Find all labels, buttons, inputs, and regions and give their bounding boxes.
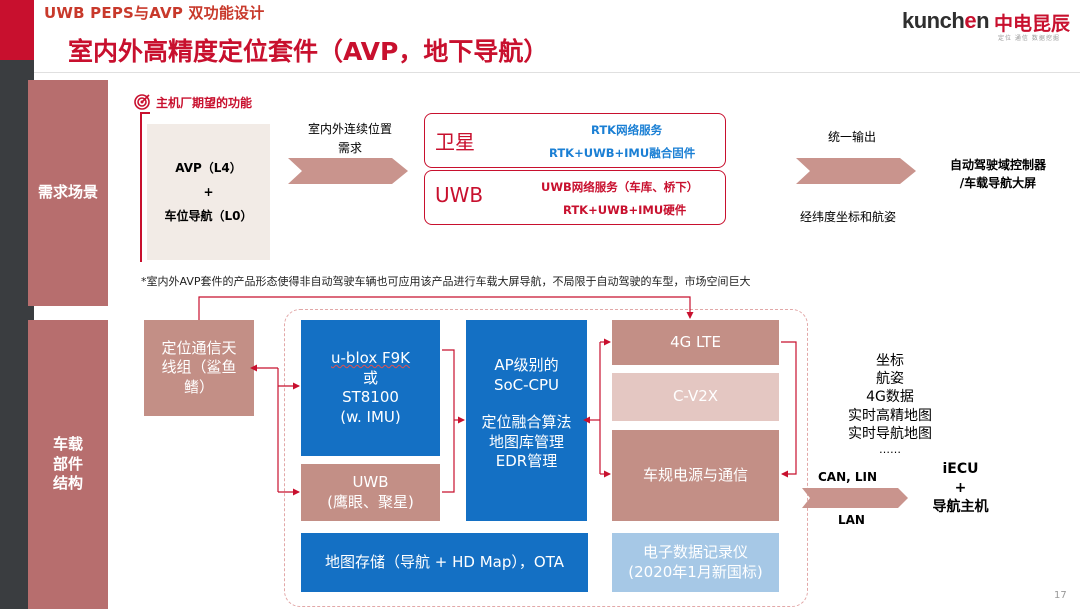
lte-card: 4G LTE — [612, 320, 779, 365]
card-line: 定位融合算法 — [481, 413, 572, 431]
footnote: *室内外AVP套件的产品形态使得非自动驾驶车辆也可应用该产品进行车载大屏导航，不… — [141, 275, 751, 288]
card-line: (2020年1月新国标) — [628, 562, 763, 581]
logo-word-part: ch — [939, 8, 965, 33]
ecu-line: 导航主机 — [932, 498, 989, 515]
card-line: 地图库管理 — [488, 432, 564, 451]
lan-label: LAN — [838, 513, 865, 527]
chevron-arrow-icon — [288, 158, 408, 184]
uwb-box: UWB UWB网络服务（车库、桥下） RTK+UWB+IMU硬件 — [424, 170, 726, 225]
section-label-parts: 车载部件结构 — [28, 320, 108, 609]
soc-cpu-card: AP级别的 SoC-CPU 定位融合算法 地图库管理 EDR管理 — [466, 320, 587, 521]
card-line: AP级别的 — [494, 356, 559, 374]
card-line: 线组（鲨鱼 — [161, 358, 237, 377]
card-line: (鹰眼、聚星) — [327, 492, 414, 511]
card-line: ST8100 — [342, 388, 399, 406]
chevron-arrow-icon — [796, 158, 916, 184]
expected-item: + — [203, 185, 214, 199]
logo-chinese-name: 中电昆辰 — [994, 13, 1071, 35]
satellite-box: 卫星 RTK网络服务 RTK+UWB+IMU融合固件 — [424, 113, 726, 168]
logo-word-part: kun — [902, 8, 940, 33]
expected-item: AVP（L4） — [175, 161, 242, 175]
coords-text: 经纬度坐标和航姿 — [800, 210, 897, 224]
left-accent-bar — [0, 0, 34, 60]
can-lin-label: CAN, LIN — [818, 470, 878, 484]
slide-subtitle: UWB PEPS与AVP 双功能设计 — [44, 4, 265, 22]
card-line: 鳍） — [183, 377, 214, 396]
output-data-item: 航姿 — [876, 371, 904, 388]
uwb-label: UWB — [435, 183, 484, 207]
output-data-item: …… — [879, 442, 901, 456]
expected-item: 车位导航（L0） — [164, 209, 253, 223]
logo-word-part: n — [976, 8, 990, 33]
logo-tagline: 定位 通信 数据挖掘 — [998, 35, 1060, 42]
power-comm-card: 车规电源与通信 — [612, 430, 779, 521]
satellite-line: RTK+UWB+IMU融合固件 — [549, 146, 696, 160]
card-line: u-blox F9K — [331, 349, 410, 367]
title-divider — [34, 72, 1080, 73]
output-data-item: 实时导航地图 — [848, 425, 932, 442]
satellite-label: 卫星 — [435, 130, 475, 154]
output-target: 自动驾驶域控制器 /车载导航大屏 — [928, 156, 1068, 192]
card-line: UWB — [352, 473, 389, 491]
gnss-module-card: u-blox F9K 或 ST8100 (w. IMU) — [301, 320, 440, 456]
logo-wordmark: kunchen — [902, 8, 990, 34]
antenna-card: 定位通信天 线组（鲨鱼 鳍） — [144, 320, 254, 416]
company-logo: kunchen 中电昆辰 定位 通信 数据挖掘 — [902, 6, 1072, 46]
section-label-parts-text: 车载部件结构 — [52, 435, 83, 493]
ecu-line: iECU — [942, 461, 979, 477]
output-data-item: 4G数据 — [866, 389, 914, 406]
output-data-item: 坐标 — [876, 353, 904, 369]
output-data-item: 实时高精地图 — [848, 407, 932, 424]
bracket-line — [140, 112, 150, 114]
uwb-module-card: UWB (鹰眼、聚星) — [301, 464, 440, 521]
target-icon — [134, 94, 150, 110]
expected-features-box: AVP（L4） + 车位导航（L0） — [147, 124, 270, 260]
satellite-line: RTK网络服务 — [591, 123, 663, 137]
uwb-line: RTK+UWB+IMU硬件 — [563, 203, 687, 217]
output-target-line: 自动驾驶域控制器 — [949, 158, 1046, 172]
output-target-line: /车载导航大屏 — [959, 176, 1037, 190]
output-data-list: 坐标 航姿 4G数据 实时高精地图 实时导航地图 …… — [820, 352, 960, 457]
ecu-target: iECU + 导航主机 — [918, 460, 1003, 517]
ecu-line: + — [954, 479, 967, 496]
bracket-line — [140, 112, 142, 262]
need-text: 室内外连续位置需求 — [308, 122, 393, 155]
card-line: 或 — [362, 368, 378, 387]
slide-title: 室内外高精度定位套件（AVP，地下导航） — [68, 37, 549, 66]
card-line: (w. IMU) — [340, 407, 401, 426]
card-line: 电子数据记录仪 — [642, 543, 748, 561]
expected-features-label: 主机厂期望的功能 — [156, 96, 253, 110]
map-storage-card: 地图存储（导航 + HD Map），OTA — [301, 533, 588, 592]
card-line: 定位通信天 — [161, 338, 237, 357]
card-line: SoC-CPU — [493, 375, 560, 394]
logo-word-highlight: e — [964, 8, 977, 33]
edr-card: 电子数据记录仪 (2020年1月新国标) — [612, 533, 779, 592]
card-line: EDR管理 — [495, 452, 558, 470]
uwb-line: UWB网络服务（车库、桥下） — [541, 180, 699, 194]
unified-output-text: 统一输出 — [828, 130, 877, 144]
cv2x-card: C-V2X — [612, 373, 779, 421]
section-label-demand: 需求场景 — [28, 80, 108, 306]
output-chevron-arrow — [802, 488, 908, 508]
page-number: 17 — [1054, 590, 1067, 601]
